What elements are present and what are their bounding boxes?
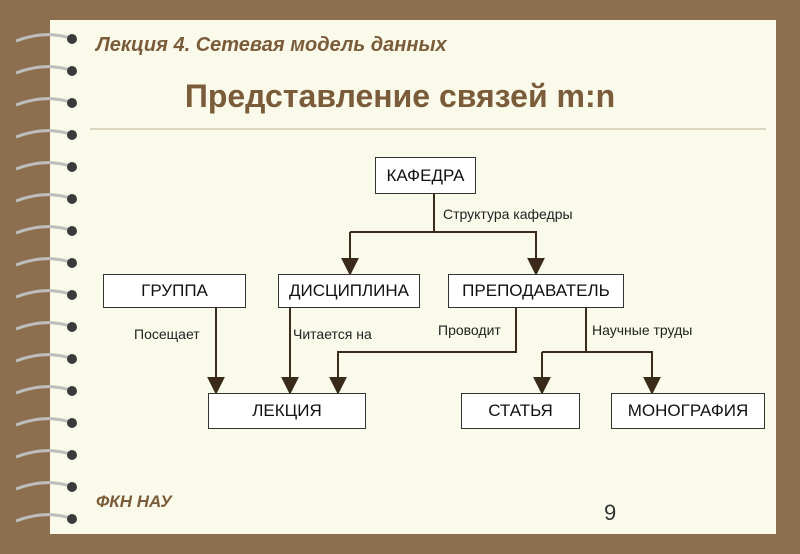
title-divider xyxy=(90,128,766,130)
edge-label-chitaetsya: Читается на xyxy=(293,326,372,342)
edge-prepodavatel-trunk xyxy=(542,308,587,353)
binding-ring xyxy=(15,129,77,140)
edge-prepodavatel-monografiya xyxy=(586,351,661,395)
node-monografiya: МОНОГРАФИЯ xyxy=(611,393,765,429)
binding-ring xyxy=(15,193,77,204)
binding-ring xyxy=(15,513,77,524)
edge-label-poseshaet: Посещает xyxy=(134,326,200,342)
binding-ring xyxy=(15,161,77,172)
edge-kafedra-prepodavatel xyxy=(434,231,545,276)
binding-ring xyxy=(15,257,77,268)
binding-ring xyxy=(15,97,77,108)
lecture-subtitle: Лекция 4. Сетевая модель данных xyxy=(96,34,447,56)
edge-label-provodit: Проводит xyxy=(438,322,501,338)
edge-label-struktura: Структура кафедры xyxy=(443,206,573,222)
node-prepodavatel: ПРЕПОДАВАТЕЛЬ xyxy=(448,274,624,308)
binding-ring xyxy=(15,449,77,460)
node-disciplina: ДИСЦИПЛИНА xyxy=(278,274,420,308)
binding-ring xyxy=(15,481,77,492)
edge-label-nauchnye: Научные труды xyxy=(592,322,693,338)
node-statya: СТАТЬЯ xyxy=(461,393,580,429)
binding-ring xyxy=(15,33,77,44)
binding-ring xyxy=(15,321,77,332)
edge-prepodavatel-lekciya xyxy=(329,308,517,395)
binding-ring xyxy=(15,353,77,364)
binding-ring xyxy=(15,289,77,300)
binding-ring xyxy=(15,417,77,428)
binding-ring xyxy=(15,385,77,396)
edge-kafedra-trunk xyxy=(350,194,435,233)
node-gruppa: ГРУППА xyxy=(103,274,246,308)
slide-title: Представление связей m:n xyxy=(184,78,616,114)
binding-ring xyxy=(15,65,77,76)
node-lekciya: ЛЕКЦИЯ xyxy=(208,393,366,429)
node-kafedra: КАФЕДРА xyxy=(375,157,476,194)
footer-org: ФКН НАУ xyxy=(96,492,172,511)
page-number: 9 xyxy=(604,500,617,525)
binding-ring xyxy=(15,225,77,236)
